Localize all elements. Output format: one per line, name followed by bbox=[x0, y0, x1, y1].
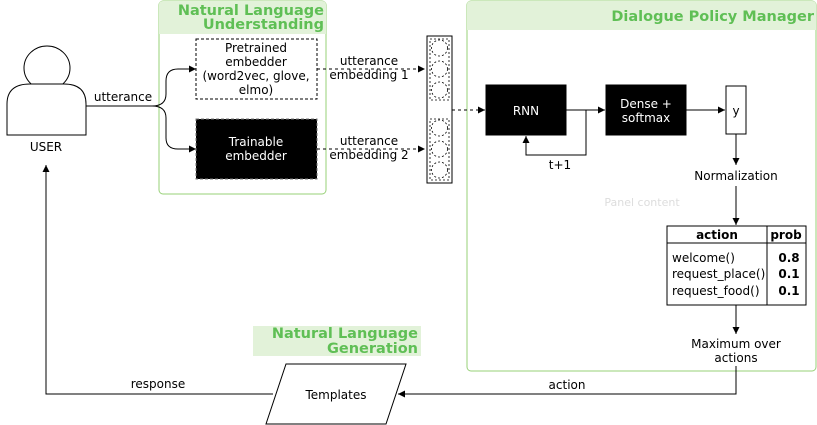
user-actor-icon bbox=[6, 45, 87, 136]
table-row-action: request_place() bbox=[672, 267, 765, 281]
panel-placeholder: Panel content bbox=[604, 196, 680, 209]
pretrained-line4: elmo) bbox=[239, 83, 273, 97]
embedding-1-label-line2: embedding 1 bbox=[329, 68, 408, 82]
table-row-prob: 0.1 bbox=[778, 284, 799, 298]
dense-softmax-node: Dense + softmax bbox=[605, 84, 687, 136]
normalization-label: Normalization bbox=[694, 169, 777, 183]
table-row-prob: 0.8 bbox=[778, 251, 799, 265]
y-output-node: y bbox=[725, 85, 747, 135]
response-label: response bbox=[131, 377, 186, 391]
probability-table: action prob welcome() 0.8 request_place(… bbox=[666, 225, 807, 306]
table-row-action: welcome() bbox=[672, 251, 735, 265]
dense-line2: softmax bbox=[622, 111, 670, 125]
utterance-label: utterance bbox=[94, 90, 152, 104]
pretrained-line3: (word2vec, glove, bbox=[202, 69, 309, 83]
trainable-embedder-node: Trainable embedder bbox=[195, 118, 318, 180]
rnn-node: RNN bbox=[485, 84, 567, 136]
utterance-edge bbox=[86, 65, 196, 153]
table-row-action: request_food() bbox=[672, 284, 760, 298]
nlu-title-line1: Natural Language bbox=[178, 3, 324, 19]
y-label: y bbox=[732, 104, 739, 118]
table-header-prob: prob bbox=[770, 228, 802, 242]
nlu-title-line2: Understanding bbox=[203, 17, 324, 33]
action-edge bbox=[398, 366, 737, 398]
nlg-title-line1: Natural Language bbox=[272, 326, 418, 342]
loop-label: t+1 bbox=[549, 158, 571, 172]
response-edge bbox=[42, 165, 273, 395]
action-edge-label: action bbox=[549, 378, 586, 392]
table-header-action: action bbox=[696, 228, 738, 242]
templates-node: Templates bbox=[265, 363, 407, 425]
embedding-1-label-line1: utterance bbox=[340, 54, 398, 68]
templates-label: Templates bbox=[304, 388, 366, 402]
dpm-title: Dialogue Policy Manager bbox=[611, 9, 814, 25]
embedding-2-label-line2: embedding 2 bbox=[329, 148, 408, 162]
dense-line1: Dense + bbox=[620, 97, 672, 111]
embedding-2-label-line1: utterance bbox=[340, 134, 398, 148]
table-row-prob: 0.1 bbox=[778, 267, 799, 281]
concat-vector bbox=[426, 35, 453, 184]
trainable-line1: Trainable bbox=[228, 135, 283, 149]
nlg-title: Natural Language Generation bbox=[253, 326, 421, 357]
pretrained-line2: embedder bbox=[225, 55, 287, 69]
pretrained-embedder-node: Pretrained embedder (word2vec, glove, el… bbox=[195, 38, 318, 100]
trainable-line2: embedder bbox=[225, 149, 287, 163]
pretrained-line1: Pretrained bbox=[225, 41, 287, 55]
maximum-line2: actions bbox=[714, 351, 757, 365]
user-label: USER bbox=[30, 140, 62, 154]
maximum-line1: Maximum over bbox=[691, 337, 781, 351]
rnn-label: RNN bbox=[513, 104, 539, 118]
nlg-title-line2: Generation bbox=[327, 341, 418, 357]
dpm-panel: Dialogue Policy Manager Panel content bbox=[466, 0, 817, 372]
